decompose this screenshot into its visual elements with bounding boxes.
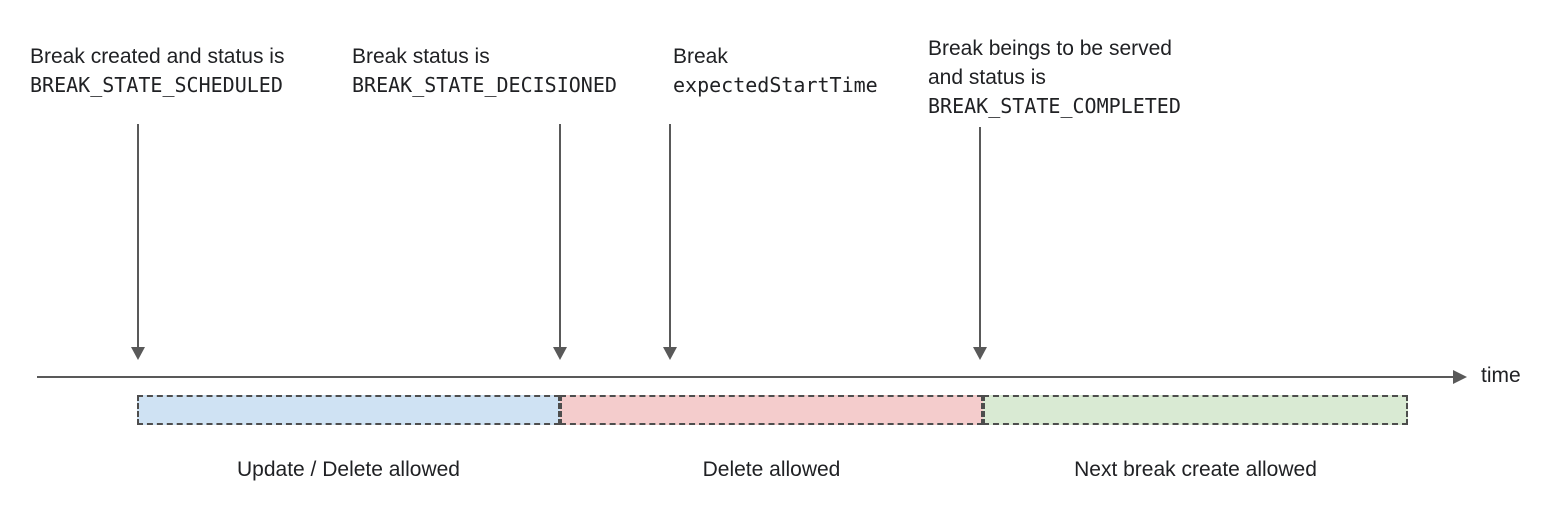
- time-axis-line: [37, 376, 1453, 378]
- annotation-text: Break created and status is: [30, 45, 285, 68]
- segment-delete-allowed: [560, 395, 983, 425]
- annotation-break-decisioned: Break status is BREAK_STATE_DECISIONED: [352, 42, 617, 100]
- annotation-text: Break: [673, 45, 728, 68]
- annotation-break-scheduled: Break created and status is BREAK_STATE_…: [30, 42, 284, 100]
- arrow-shaft: [559, 124, 561, 347]
- down-arrow-decisioned: [553, 124, 567, 360]
- time-axis-arrow-head-icon: [1453, 370, 1467, 384]
- arrow-shaft: [669, 124, 671, 347]
- segment-next-break-create-allowed: [983, 395, 1408, 425]
- arrow-head-icon: [663, 347, 677, 360]
- segment-label-update-delete: Update / Delete allowed: [237, 458, 460, 481]
- annotation-expected-start-time: Break expectedStartTime: [673, 42, 878, 100]
- segment-label-delete: Delete allowed: [702, 458, 841, 481]
- annotation-code: expectedStartTime: [673, 73, 878, 97]
- arrow-head-icon: [553, 347, 567, 360]
- annotation-text: and status is: [928, 66, 1046, 89]
- down-arrow-expected-start: [663, 124, 677, 360]
- annotation-text: Break beings to be served: [928, 37, 1172, 60]
- arrow-head-icon: [973, 347, 987, 360]
- segment-label-next-break-create: Next break create allowed: [1074, 458, 1317, 481]
- annotation-code: BREAK_STATE_COMPLETED: [928, 94, 1181, 118]
- annotation-code: BREAK_STATE_SCHEDULED: [30, 73, 283, 97]
- annotation-break-completed: Break beings to be served and status is …: [928, 34, 1181, 121]
- down-arrow-completed: [973, 127, 987, 360]
- annotation-text: Break status is: [352, 45, 490, 68]
- segment-update-delete-allowed: [137, 395, 560, 425]
- time-axis-label: time: [1481, 364, 1521, 387]
- arrow-head-icon: [131, 347, 145, 360]
- down-arrow-scheduled: [131, 124, 145, 360]
- arrow-shaft: [979, 127, 981, 347]
- arrow-shaft: [137, 124, 139, 347]
- annotation-code: BREAK_STATE_DECISIONED: [352, 73, 617, 97]
